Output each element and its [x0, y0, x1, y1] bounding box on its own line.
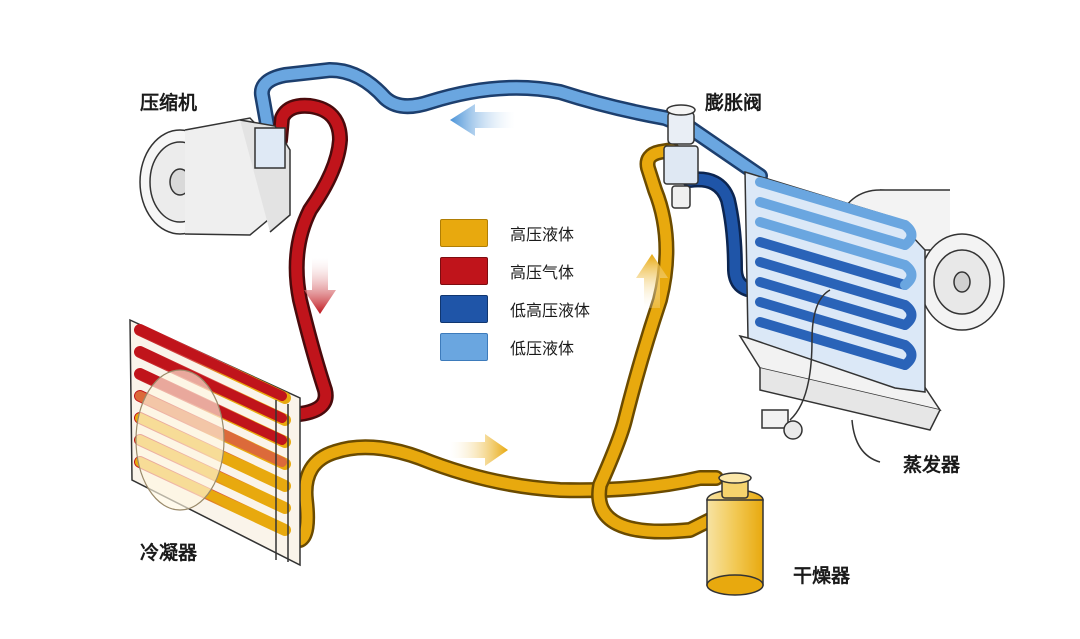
expansion-valve-label: 膨胀阀: [705, 92, 763, 114]
flow-arrow-left: [450, 104, 515, 136]
legend-item: 低高压液体: [440, 290, 590, 328]
legend-swatch-low-pressure-liquid: [440, 333, 488, 361]
condenser-label: 冷凝器: [140, 542, 198, 564]
flow-arrow-up: [636, 254, 668, 308]
evaporator-label: 蒸发器: [903, 454, 961, 476]
expansion-valve-illustration: [663, 104, 699, 209]
condenser-illustration: [129, 318, 301, 567]
high-pressure-gas-line: [272, 97, 348, 422]
dryer-illustration: [706, 472, 764, 596]
legend-swatch-low-high-pressure-liquid: [440, 295, 488, 323]
legend-label: 高压液体: [510, 225, 575, 244]
evaporator-illustration: [738, 170, 1005, 463]
legend-item: 高压气体: [440, 252, 590, 290]
dryer-label: 干燥器: [793, 565, 851, 587]
flow-arrow-right: [450, 434, 508, 466]
low-high-pressure-line: [682, 171, 768, 299]
legend-swatch-high-pressure-liquid: [440, 219, 488, 247]
legend: 高压液体 高压气体 低高压液体 低压液体: [440, 214, 590, 366]
compressor-illustration: [139, 117, 291, 236]
high-pressure-liquid-line: [282, 142, 724, 548]
legend-item: 高压液体: [440, 214, 590, 252]
flow-arrow-down: [304, 258, 336, 314]
legend-item: 低压液体: [440, 328, 590, 366]
legend-swatch-high-pressure-gas: [440, 257, 488, 285]
legend-label: 高压气体: [510, 263, 575, 282]
legend-label: 低压液体: [510, 339, 575, 358]
legend-label: 低高压液体: [510, 301, 591, 320]
low-pressure-line: [253, 62, 768, 184]
compressor-label: 压缩机: [140, 92, 198, 114]
